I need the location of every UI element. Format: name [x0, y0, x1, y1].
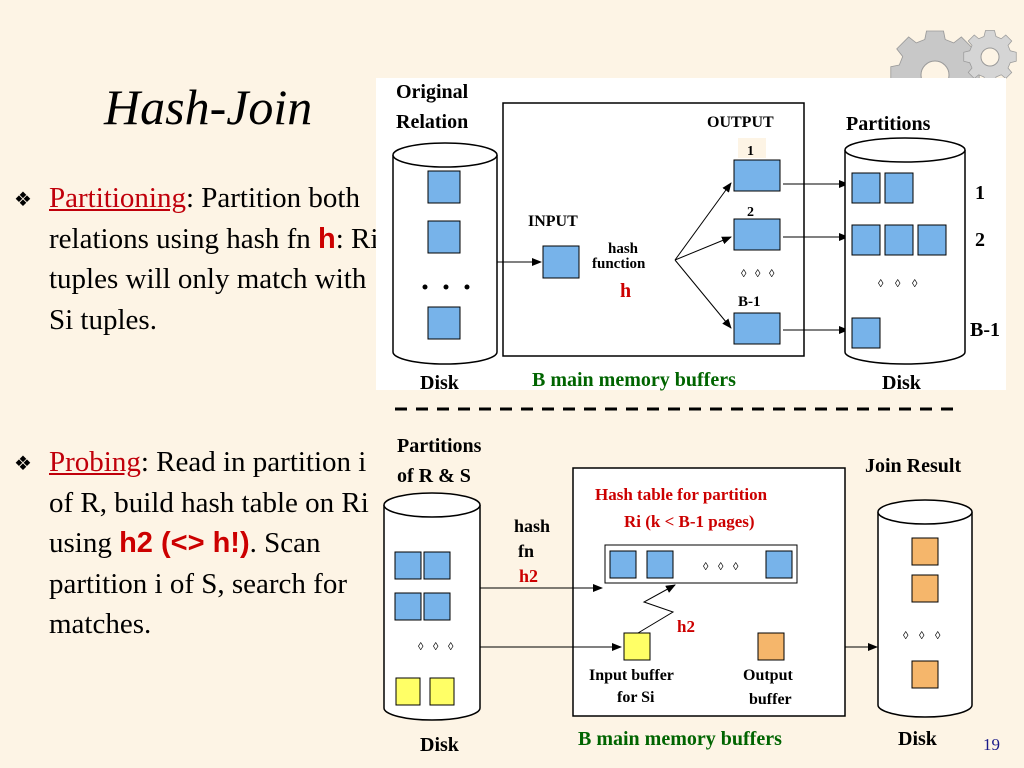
output-buffer-1 — [733, 159, 781, 192]
svg-text:◊: ◊ — [919, 630, 925, 642]
hash-fn-h-label: h — [620, 280, 631, 302]
svg-text:◊: ◊ — [703, 561, 709, 573]
svg-text:◊: ◊ — [903, 630, 909, 642]
output-buffer-label: buffer — [749, 691, 792, 708]
disk-label: Disk — [420, 734, 460, 756]
svg-text:◊: ◊ — [741, 268, 747, 280]
input-buffer-label: Input buffer — [589, 667, 674, 684]
svg-text:◊: ◊ — [895, 278, 901, 290]
hashtable-label: Ri (k < B-1 pages) — [624, 512, 755, 531]
original-relation-label: Relation — [396, 111, 468, 133]
svg-text:◊: ◊ — [878, 278, 884, 290]
svg-text:◊: ◊ — [418, 641, 424, 653]
hash-fn-h2-label: h2 — [519, 566, 538, 586]
svg-text:◊: ◊ — [769, 268, 775, 280]
buffer-num-1: 1 — [747, 144, 754, 159]
svg-text:◊: ◊ — [912, 278, 918, 290]
svg-text:◊: ◊ — [935, 630, 941, 642]
output-buffer-2 — [733, 218, 781, 251]
partition-num-1: 1 — [975, 182, 985, 204]
hash-table — [604, 544, 798, 584]
bullet-diamond-icon: ❖ — [14, 453, 32, 475]
join-result-label: Join Result — [865, 455, 961, 477]
partitions-label: Partitions — [846, 113, 931, 135]
term-probing: Probing — [49, 446, 141, 478]
memory-buffers-label: B main memory buffers — [532, 369, 736, 391]
memory-buffers-label: B main memory buffers — [578, 728, 782, 750]
bullet-text: : Partition both relations using hash fn — [49, 182, 360, 255]
bullet-diamond-icon: ❖ — [14, 189, 32, 211]
original-relation-label: Original — [396, 81, 469, 103]
bullet-text: : Read in partition i of R, build hash t… — [49, 446, 369, 559]
input-buffer — [542, 245, 580, 279]
partitions-rs-label: Partitions — [397, 435, 482, 457]
svg-text:◊: ◊ — [718, 561, 724, 573]
bullet-text: . Scan partition i of S, search for matc… — [49, 527, 347, 640]
partition-num-b1: B-1 — [970, 319, 1000, 341]
fn-label: fn — [518, 541, 534, 561]
bullet-text: : Ri tuples will only match with Si tupl… — [49, 222, 379, 336]
svg-text:◊: ◊ — [448, 641, 454, 653]
function-label: function — [592, 256, 646, 272]
hashtable-label: Hash table for partition — [595, 485, 768, 504]
buffer-num-b1: B-1 — [738, 294, 761, 310]
disk-label: Disk — [420, 372, 460, 394]
page-block — [427, 306, 461, 340]
hash-fn-h2: h2 (<> h!) — [119, 527, 250, 559]
partitions-rs-label: of R & S — [397, 465, 471, 487]
output-buffer-label: Output — [743, 667, 793, 684]
svg-text:◊: ◊ — [755, 268, 761, 280]
disk-label: Disk — [898, 728, 938, 750]
partition-num-2: 2 — [975, 229, 985, 251]
svg-text:◊: ◊ — [433, 641, 439, 653]
slide-title: Hash-Join — [104, 79, 313, 135]
buffer-num-2: 2 — [747, 205, 754, 220]
h2-label: h2 — [677, 617, 695, 636]
page-block — [427, 220, 461, 254]
input-buffer-label: for Si — [617, 689, 655, 706]
input-buffer-si — [623, 632, 651, 661]
term-partitioning: Partitioning — [49, 182, 186, 214]
output-label: OUTPUT — [707, 114, 774, 131]
disk-right-bottom — [877, 499, 973, 718]
input-label: INPUT — [528, 213, 578, 230]
hash-fn-h: h — [318, 222, 336, 255]
output-buffer — [757, 632, 785, 661]
hash-label: hash — [514, 516, 550, 536]
hash-label: hash — [608, 241, 639, 257]
page-block — [427, 170, 461, 204]
disk-label: Disk — [882, 372, 922, 394]
output-buffer-b1 — [733, 312, 781, 345]
disk-left-top — [392, 142, 498, 365]
memory-box-bottom — [572, 467, 846, 717]
svg-text:◊: ◊ — [733, 561, 739, 573]
page-number: 19 — [983, 735, 1000, 754]
